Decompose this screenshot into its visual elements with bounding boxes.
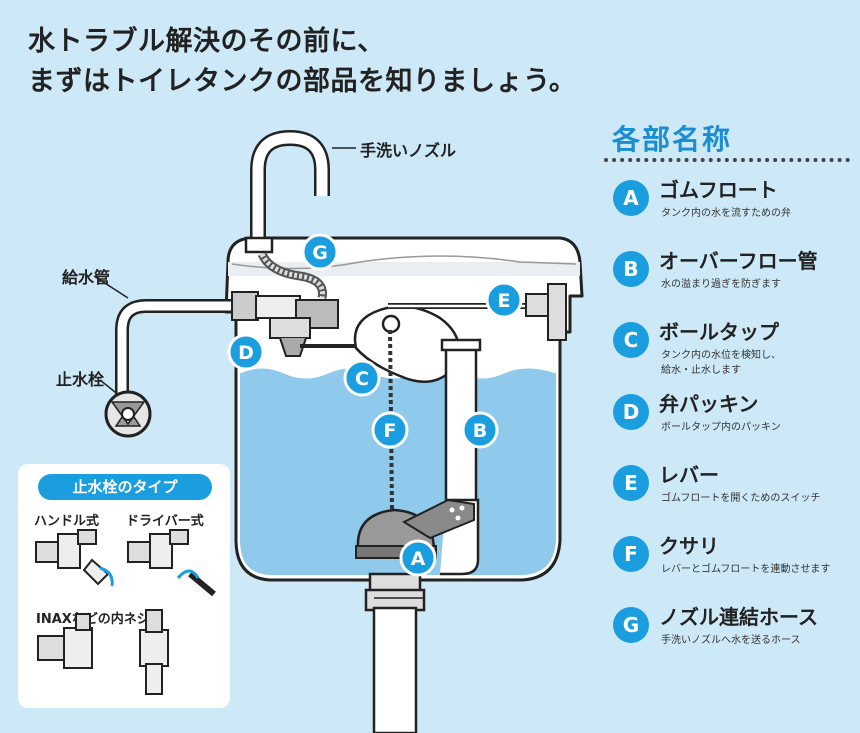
legend-desc: タンク内の水を流すための弁 xyxy=(661,208,791,219)
type-label-inax: INAXなどの内ネジ式 xyxy=(36,612,163,627)
callout-stop-valve: 止水栓 xyxy=(56,370,105,389)
legend-item-d: D 弁パッキン ボールタップ内のパッキン xyxy=(613,390,853,450)
legend-desc-2: 給水・止水します xyxy=(661,365,741,376)
legend-desc: タンク内の水位を検知し、 xyxy=(661,350,781,361)
type-label-handle: ハンドル式 xyxy=(34,514,100,529)
overflow-pipe xyxy=(440,338,482,576)
handle-type-valve-icon xyxy=(35,529,114,587)
callout-supply-pipe: 給水管 xyxy=(62,268,111,287)
legend-item-g: G ノズル連結ホース 手洗いノズルへ水を送るホース xyxy=(613,603,853,663)
marker-b: B xyxy=(461,411,499,449)
nozzle xyxy=(244,129,356,254)
marker-g: G xyxy=(301,233,339,271)
supply-pipe xyxy=(93,275,238,400)
marker-e: E xyxy=(485,281,523,319)
marker-label: G xyxy=(312,242,328,264)
legend-desc: レバーとゴムフロートを連動させます xyxy=(661,564,831,575)
legend-badge: C xyxy=(613,322,649,358)
marker-c: C xyxy=(343,359,381,397)
type-label-driver: ドライバー式 xyxy=(126,514,204,529)
legend-desc: ボールタップ内のパッキン xyxy=(661,422,781,433)
valve-types-panel xyxy=(18,464,230,708)
legend-badge: D xyxy=(613,394,649,430)
ball-tap xyxy=(231,291,460,383)
legend-item-f: F クサリ レバーとゴムフロートを連動させます xyxy=(613,532,853,592)
legend-badge: E xyxy=(613,465,649,501)
headline: 水トラブル解決のその前に、 まずはトイレタンクの部品を知りましょう。 xyxy=(28,22,576,102)
callout-nozzle: 手洗いノズル xyxy=(360,141,457,160)
headline-line-2: まずはトイレタンクの部品を知りましょう。 xyxy=(28,66,577,97)
legend-name: クサリ xyxy=(659,534,719,558)
driver-type-valve-icon xyxy=(127,529,216,597)
marker-label: F xyxy=(384,420,397,442)
marker-label: B xyxy=(473,420,487,442)
marker-a: A xyxy=(399,539,437,577)
marker-label: E xyxy=(498,290,511,312)
marker-label: A xyxy=(411,548,426,570)
marker-label: D xyxy=(238,342,254,364)
marker-label: C xyxy=(355,368,369,390)
legend-desc: 水の溢まり過ぎを防ぎます xyxy=(661,279,781,290)
legend-item-c: C ボールタップ タンク内の水位を検知し、 給水・止水します xyxy=(613,318,853,378)
chain xyxy=(388,329,394,511)
legend-item-a: A ゴムフロート タンク内の水を流すための弁 xyxy=(613,176,853,236)
part-markers: A B C D E F G xyxy=(227,233,523,577)
legend-badge: F xyxy=(613,536,649,572)
drain-pipe xyxy=(364,572,426,733)
legend-title: 各部名称 xyxy=(612,123,733,156)
headline-line-1: 水トラブル解決のその前に、 xyxy=(28,26,385,57)
legend-item-e: E レバー ゴムフロートを開くためのスイッチ xyxy=(613,461,853,521)
legend-name: ノズル連結ホース xyxy=(659,605,818,629)
inax-type-valve-icon xyxy=(37,609,169,695)
legend-name: ボールタップ xyxy=(659,320,779,344)
legend-badge: B xyxy=(613,251,649,287)
legend-desc: ゴムフロートを開くためのスイッチ xyxy=(661,493,821,504)
legend-badge: A xyxy=(613,180,649,216)
legend-item-b: B オーバーフロー管 水の溢まり過ぎを防ぎます xyxy=(613,247,853,307)
valve-types-title: 止水栓のタイプ xyxy=(38,474,212,500)
legend-name: オーバーフロー管 xyxy=(659,249,818,273)
legend-name: 弁パッキン xyxy=(659,392,759,416)
marker-d: D xyxy=(227,333,265,371)
legend-desc: 手洗いノズルへ水を送るホース xyxy=(661,635,801,646)
marker-f: F xyxy=(371,411,409,449)
rubber-float xyxy=(355,498,475,559)
legend-badge: G xyxy=(613,607,649,643)
legend-divider xyxy=(604,158,850,162)
legend-name: レバー xyxy=(659,463,719,487)
stop-valve xyxy=(104,390,152,438)
valve-type-illustrations xyxy=(35,529,216,695)
legend-name: ゴムフロート xyxy=(659,178,778,202)
